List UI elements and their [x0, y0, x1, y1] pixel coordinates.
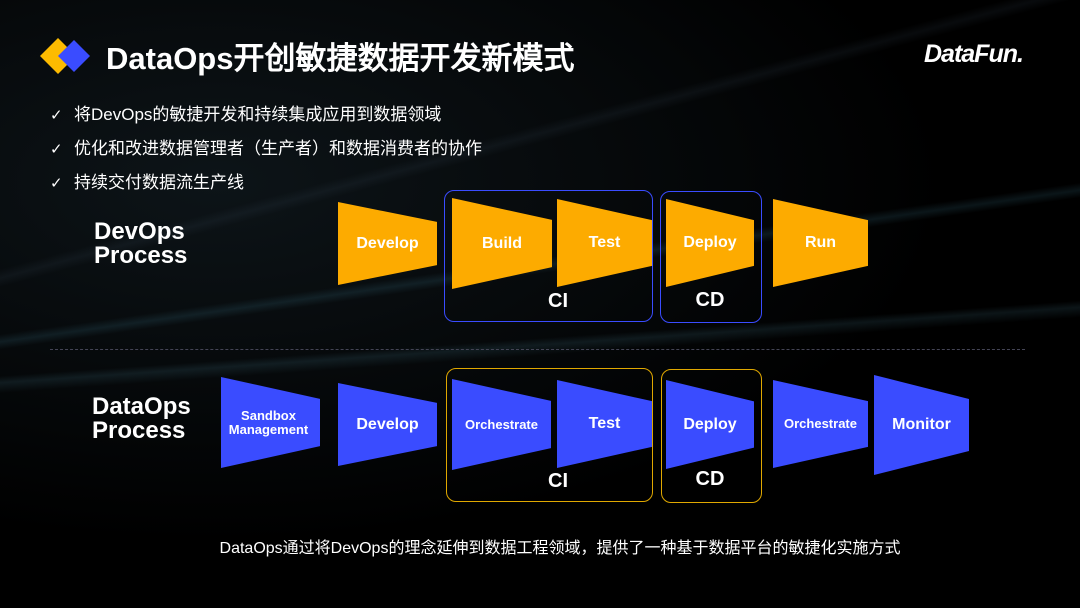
bullet-list: ✓将DevOps的敏捷开发和持续集成应用到数据领域 ✓优化和改进数据管理者（生产… [50, 98, 482, 200]
check-icon: ✓ [50, 107, 63, 124]
bullet-item: ✓持续交付数据流生产线 [50, 166, 482, 200]
devops-ci-box [444, 190, 653, 322]
datafun-logo: DataFun. [924, 40, 1024, 68]
divider [50, 349, 1025, 350]
bullet-item: ✓将DevOps的敏捷开发和持续集成应用到数据领域 [50, 98, 482, 132]
dataops-cd-box [661, 369, 762, 503]
check-icon: ✓ [50, 175, 63, 192]
page-title: DataOps开创敏捷数据开发新模式 [106, 41, 575, 76]
dataops-cd-label: CD [695, 468, 725, 490]
diamond-logo-icon [40, 38, 90, 74]
footer-caption: DataOps通过将DevOps的理念延伸到数据工程领域，提供了一种基于数据平台… [219, 540, 901, 557]
check-icon: ✓ [50, 141, 63, 158]
devops-cd-label: CD [695, 289, 725, 311]
devops-ci-label: CI [548, 290, 568, 312]
devops-cd-box [660, 191, 762, 323]
dataops-ci-box [446, 368, 653, 502]
bullet-item: ✓优化和改进数据管理者（生产者）和数据消费者的协作 [50, 132, 482, 166]
dataops-ci-label: CI [548, 470, 568, 492]
